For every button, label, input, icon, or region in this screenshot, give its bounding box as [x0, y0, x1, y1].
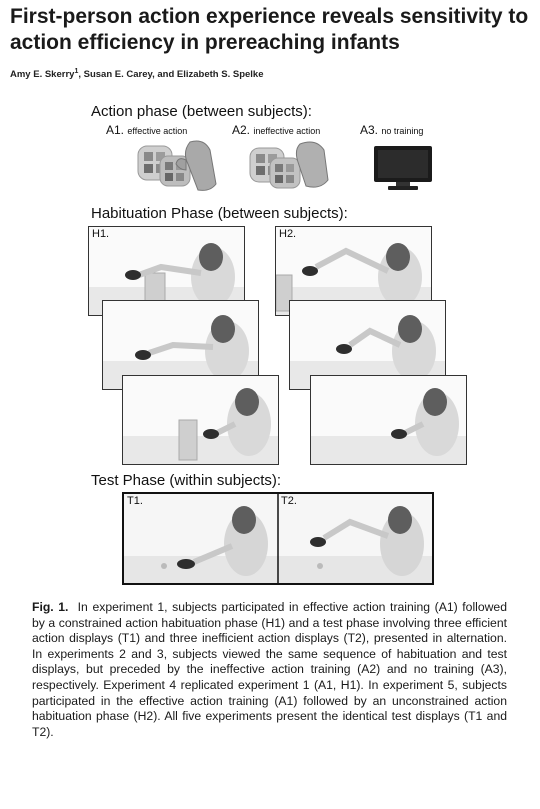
- option-a2-label: ineffective action: [253, 126, 321, 136]
- author-first: Amy E. Skerry: [10, 69, 75, 81]
- caption-text: In experiment 1, subjects participated i…: [32, 600, 507, 739]
- paper-title: First-person action experience reveals s…: [10, 5, 529, 54]
- author-rest: , Susan E. Carey, and Elizabeth S. Spelk…: [78, 69, 264, 81]
- mitten-and-toys-icon: [137, 140, 217, 191]
- option-a3-label: no training: [381, 126, 424, 136]
- option-a1-label: effective action: [127, 126, 188, 136]
- woman-reaching-photo: [124, 494, 432, 583]
- option-a3: A3. no training: [360, 123, 423, 137]
- t2-label: T2.: [281, 495, 297, 507]
- t1-label: T1.: [127, 495, 143, 507]
- option-a1-code: A1.: [106, 123, 125, 137]
- woman-reaching-photo: [311, 388, 466, 464]
- author-list: Amy E. Skerry1, Susan E. Carey, and Eliz…: [10, 68, 263, 80]
- mitten-and-toys-icon: [249, 141, 329, 189]
- h2-label: H2.: [279, 228, 297, 240]
- figure-caption: Fig. 1. In experiment 1, subjects partic…: [32, 600, 507, 740]
- h1-frame-3: [122, 375, 279, 465]
- h2-frame-3: [310, 375, 467, 465]
- author-affiliation-mark: 1: [74, 68, 79, 75]
- test-phase-frame: T1. T2.: [122, 492, 434, 585]
- action-phase-heading: Action phase (between subjects):: [91, 103, 312, 120]
- television-icon: [374, 146, 432, 190]
- habituation-phase-heading: Habituation Phase (between subjects):: [91, 205, 348, 222]
- woman-reaching-photo: [123, 388, 278, 464]
- option-a1: A1. effective action: [106, 123, 187, 137]
- test-phase-heading: Test Phase (within subjects):: [91, 472, 282, 489]
- option-a3-code: A3.: [360, 123, 379, 137]
- option-a2-code: A2.: [232, 123, 251, 137]
- option-a2: A2. ineffective action: [232, 123, 320, 137]
- caption-label: Fig. 1.: [32, 600, 69, 614]
- h1-label: H1.: [92, 228, 110, 240]
